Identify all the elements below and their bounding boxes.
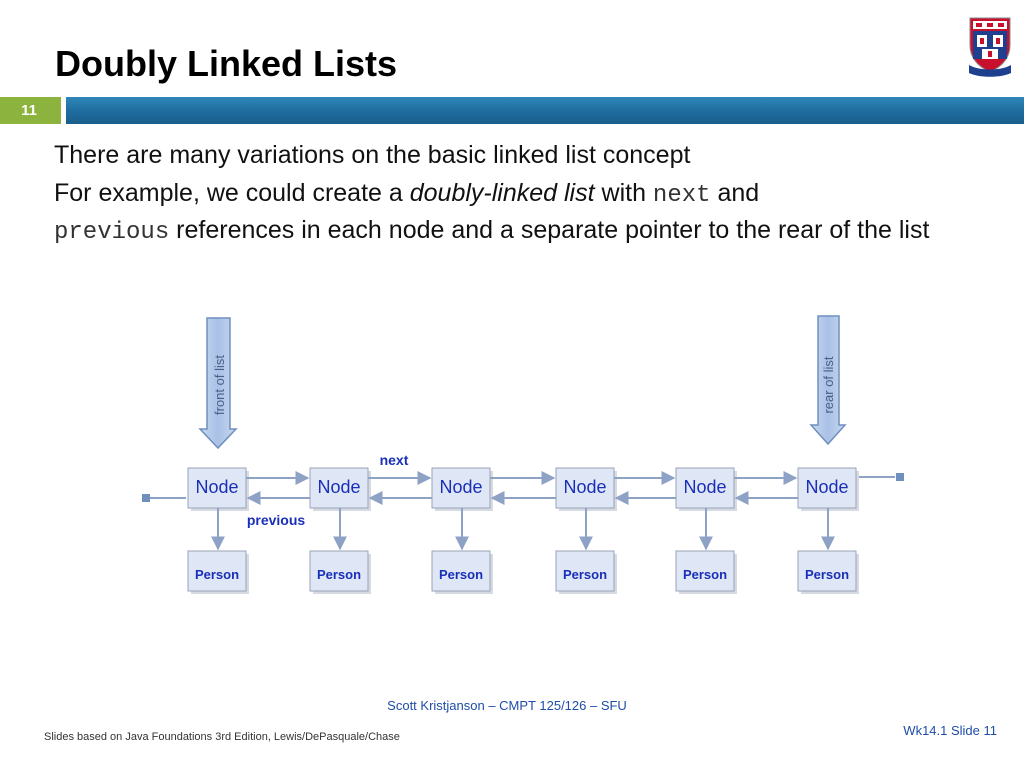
node-label: Node [805, 477, 848, 497]
bullet-2-text-c: and [710, 179, 760, 207]
person-box [309, 550, 369, 592]
slide-number-box [0, 97, 61, 124]
person-label: Person [317, 567, 361, 582]
rear-pointer-arrow [809, 315, 847, 446]
university-crest-logo [969, 17, 1011, 77]
bullet-2: For example, we could create a doubly-li… [54, 176, 984, 250]
slide-number: 11 [21, 102, 37, 119]
footer-source: Slides based on Java Foundations 3rd Edi… [44, 731, 400, 743]
person-label: Person [563, 567, 607, 582]
person-box [187, 550, 247, 592]
rear-of-list-label: rear of list [821, 356, 836, 413]
bullet-1: There are many variations on the basic l… [54, 141, 691, 169]
next-label: next [380, 452, 409, 468]
slide-body: There are many variations on the basic l… [54, 138, 984, 250]
node-box [309, 467, 369, 509]
front-of-list-pointer: front of list [198, 317, 238, 450]
front-of-list-label: front of list [212, 355, 227, 415]
rear-of-list-pointer: rear of list [809, 315, 847, 446]
bullet-2-text-b: with [594, 179, 653, 207]
bullet-2-text-d: references in each node and a separate p… [169, 216, 930, 244]
person-box [555, 550, 615, 592]
node-box [675, 467, 735, 509]
rear-null-terminator [896, 473, 904, 481]
front-pointer-arrow [198, 317, 238, 450]
footer-author: Scott Kristjanson – CMPT 125/126 – SFU [387, 698, 627, 713]
person-label: Person [439, 567, 483, 582]
person-label: Person [195, 567, 239, 582]
person-label: Person [683, 567, 727, 582]
bullet-2-text-a: For example, we could create a [54, 179, 410, 207]
node-box [797, 467, 857, 509]
bullet-2-emphasis: doubly-linked list [409, 179, 595, 207]
footer-slide-id: Wk14.1 Slide 11 [903, 723, 997, 738]
person-box [797, 550, 857, 592]
node-box [187, 467, 247, 509]
person-box [675, 550, 735, 592]
node-label: Node [563, 477, 606, 497]
person-box [431, 550, 491, 592]
node-label: Node [317, 477, 360, 497]
code-previous: previous [54, 219, 170, 246]
person-label: Person [805, 567, 849, 582]
code-next: next [652, 182, 711, 209]
node-label: Node [439, 477, 482, 497]
node-box [555, 467, 615, 509]
previous-label: previous [247, 512, 306, 528]
front-null-terminator [142, 494, 150, 502]
node-label: Node [683, 477, 726, 497]
title-bar [66, 97, 1024, 124]
slide-title: Doubly Linked Lists [55, 43, 398, 84]
node-label: Node [195, 477, 238, 497]
